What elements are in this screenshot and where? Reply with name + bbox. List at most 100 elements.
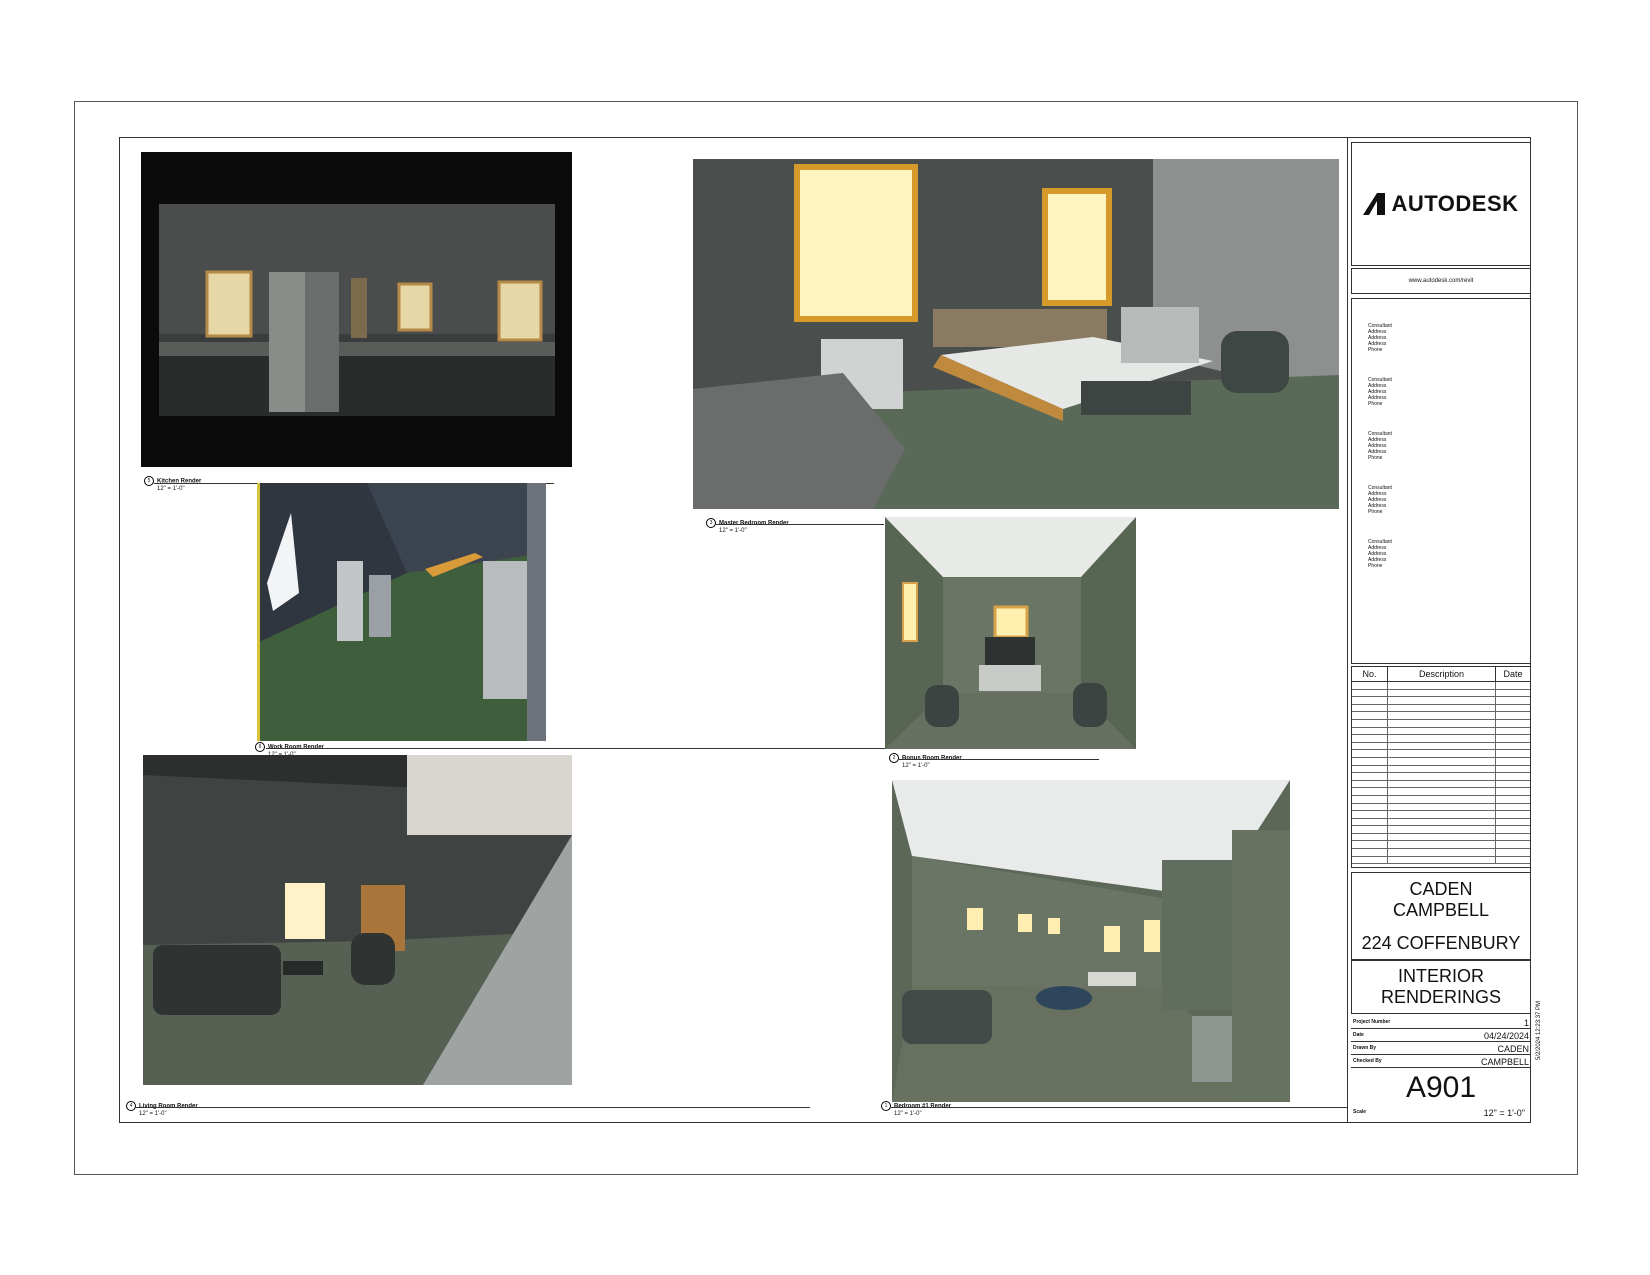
revision-row	[1352, 682, 1530, 690]
view-scale: 12" = 1'-0"	[902, 763, 930, 769]
consultant-phone: Phone	[1368, 455, 1383, 461]
scale-label: Scale	[1353, 1109, 1367, 1115]
consultant-entry: Consultant Address Address Address Phone	[1368, 539, 1392, 569]
revision-cell	[1388, 826, 1496, 833]
bonus-room-render-image	[885, 517, 1136, 749]
date-label: Date	[1353, 1032, 1364, 1038]
view-name: Master Bedroom Render	[719, 521, 789, 527]
view-name: Bedroom #1 Render	[894, 1104, 951, 1110]
revision-cell	[1388, 765, 1496, 773]
revision-cell	[1352, 750, 1388, 757]
consultants-block: Consultant Address Address Address Phone…	[1351, 298, 1531, 664]
autodesk-logo: AUTODESK	[1351, 142, 1531, 266]
revision-cell	[1388, 704, 1496, 712]
consultant-entry: Consultant Address Address Address Phone	[1368, 431, 1392, 461]
revision-description-header: Description	[1388, 667, 1496, 681]
view-number: 1	[881, 1101, 891, 1111]
revision-cell	[1352, 788, 1388, 795]
revision-cell	[1388, 757, 1496, 765]
revision-cell	[1352, 742, 1388, 750]
revision-row	[1352, 719, 1530, 728]
master-bedroom-caption: 3Master Bedroom Render 12" = 1'-0"	[706, 518, 789, 535]
revision-row	[1352, 811, 1530, 819]
bedroom-1-caption: 1Bedroom #1 Render 12" = 1'-0"	[881, 1101, 951, 1118]
caption-underline	[891, 1107, 1347, 1108]
caption-underline	[899, 759, 1099, 760]
scale-value: 12" = 1'-0"	[1483, 1108, 1525, 1118]
consultant-name: Consultant	[1368, 539, 1392, 545]
revision-cell	[1496, 712, 1530, 719]
revision-cell	[1352, 833, 1388, 841]
revision-cell	[1496, 720, 1530, 727]
checked-by-row: Checked By CAMPBELL	[1351, 1055, 1531, 1068]
view-name: Living Room Render	[139, 1104, 198, 1110]
project-number-value: 1	[1523, 1018, 1529, 1028]
revision-row	[1352, 765, 1530, 774]
view-name: Bonus Room Render	[902, 756, 962, 762]
revision-cell	[1496, 697, 1530, 704]
caption-underline	[136, 1107, 810, 1108]
view-number: 3	[706, 518, 716, 528]
revision-row	[1352, 841, 1530, 850]
revision-row	[1352, 795, 1530, 804]
view-scale: 12" = 1'-0"	[157, 486, 185, 492]
sheet-title-block: INTERIOR RENDERINGS	[1351, 960, 1531, 1014]
print-timestamp: 5/2/2024 12:23:37 PM	[1536, 1000, 1542, 1060]
sheet-title-line2: RENDERINGS	[1380, 987, 1501, 1007]
project-name: 224 COFFENBURY	[1361, 933, 1521, 953]
project-number-label: Project Number	[1353, 1019, 1391, 1025]
scale-row: Scale 12" = 1'-0"	[1351, 1106, 1531, 1119]
revision-cell	[1352, 704, 1388, 712]
sheet-border-outer	[74, 101, 1578, 1175]
living-room-render-image	[143, 755, 572, 1085]
revision-date-header: Date	[1503, 669, 1523, 679]
view-name: Work Room Render	[268, 745, 324, 751]
revision-cell	[1496, 796, 1530, 803]
caption-underline	[266, 748, 894, 749]
revision-cell	[1388, 780, 1496, 788]
revision-row	[1352, 757, 1530, 766]
revision-table: No. Description Date	[1351, 666, 1531, 868]
revision-cell	[1496, 758, 1530, 765]
revision-cell	[1388, 856, 1496, 864]
revision-row	[1352, 773, 1530, 781]
kitchen-render-image	[141, 152, 572, 467]
consultant-address: Address	[1368, 329, 1387, 335]
revision-row	[1352, 689, 1530, 698]
revision-cell	[1388, 803, 1496, 811]
view-name: Kitchen Render	[157, 478, 202, 485]
consultant-name: Consultant	[1368, 323, 1392, 329]
bedroom-1-render-image	[892, 780, 1290, 1102]
revision-cell	[1496, 811, 1530, 818]
revision-cell	[1352, 719, 1388, 727]
revision-cell	[1352, 826, 1388, 833]
revision-cell	[1388, 697, 1496, 704]
revision-row	[1352, 833, 1530, 842]
consultant-address: Address	[1368, 503, 1387, 509]
revision-cell	[1352, 735, 1388, 742]
revision-row	[1352, 704, 1530, 713]
revision-cell	[1388, 773, 1496, 780]
date-row: Date 04/24/2024	[1351, 1029, 1531, 1042]
revision-cell	[1388, 841, 1496, 849]
sheet-number: A901	[1405, 1071, 1477, 1104]
date-value: 04/24/2024	[1483, 1031, 1529, 1041]
consultant-address: Address	[1368, 383, 1387, 389]
consultant-phone: Phone	[1368, 347, 1383, 353]
revision-cell	[1388, 849, 1496, 856]
revision-cell	[1496, 788, 1530, 795]
revision-cell	[1388, 735, 1496, 742]
master-bedroom-render-image	[693, 159, 1339, 509]
revision-cell	[1352, 727, 1388, 735]
revision-cell	[1496, 743, 1530, 750]
revision-row	[1352, 818, 1530, 827]
checked-by-value: CAMPBELL	[1480, 1057, 1529, 1067]
logo-text: AUTODESK	[1391, 191, 1519, 216]
revision-cell	[1496, 728, 1530, 735]
view-scale: 12" = 1'-0"	[894, 1111, 922, 1117]
title-block-divider	[1347, 137, 1348, 1123]
revision-row	[1352, 788, 1530, 796]
revision-cell	[1388, 712, 1496, 719]
revision-cell	[1352, 841, 1388, 849]
client-block: CADEN CAMPBELL 224 COFFENBURY	[1351, 872, 1531, 960]
